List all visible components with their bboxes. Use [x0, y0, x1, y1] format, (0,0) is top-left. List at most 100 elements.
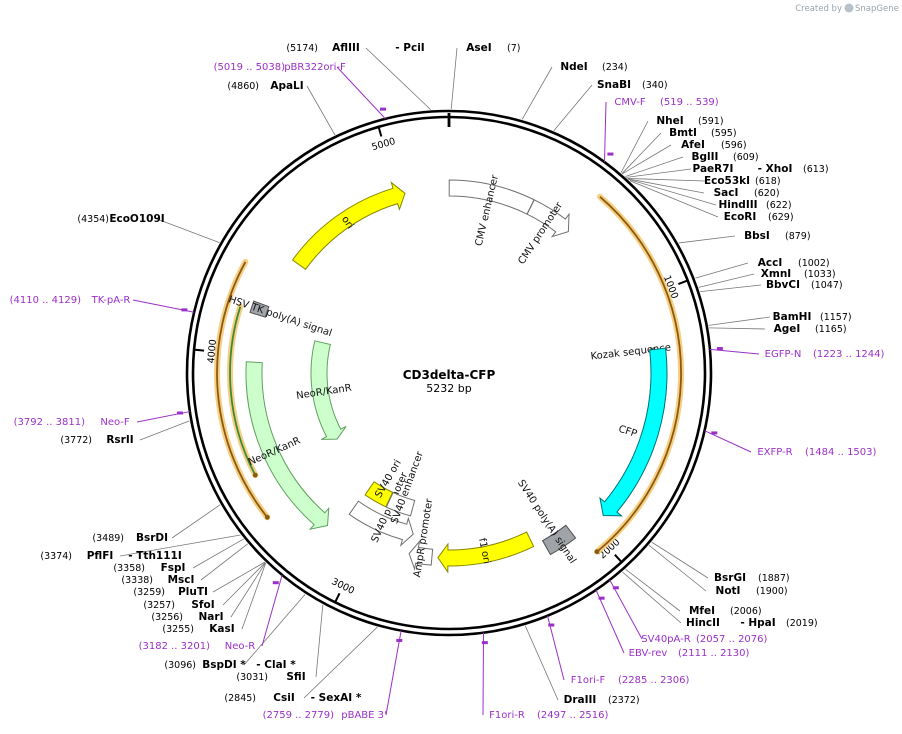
snapgene-logo-icon: [844, 3, 854, 13]
enzyme-leader: [171, 504, 221, 539]
primer-site-cmvf: CMV-F (519 .. 539): [607, 97, 719, 156]
tick-3000: [334, 592, 341, 603]
enzyme-name: PaeR7I: [693, 163, 734, 175]
primer-leader: [385, 630, 402, 716]
enzyme-name: SnaBI: [597, 79, 631, 91]
enzyme-leader: [700, 284, 762, 292]
enzyme-site-acci: AccI (1002): [758, 257, 830, 269]
enzyme-leader: [212, 561, 266, 593]
primer-site-neor: Neo-R(3182 .. 3201): [139, 581, 279, 652]
enzyme-site-hpai: - HpaI(2019): [740, 617, 817, 629]
enzyme-leader: [365, 47, 431, 110]
enzyme-name: DraIII: [564, 694, 597, 706]
enzyme-position: (2845): [224, 693, 256, 704]
enzyme-name: AccI: [758, 257, 782, 269]
tick-1000: [678, 279, 689, 286]
f1-ori-arrow: [437, 531, 535, 574]
enzyme-site-tth111i: - Tth111I: [128, 550, 182, 562]
primer-range: (2759 .. 2779): [263, 710, 335, 721]
primer-range: (1223 .. 1244): [813, 349, 885, 360]
enzyme-position: (591): [698, 116, 724, 127]
cfp-arrow: [599, 347, 668, 517]
enzyme-site-pcii: - PciI: [395, 42, 424, 54]
enzyme-site-ecori: EcoRI(629): [724, 211, 794, 223]
enzyme-site-draiii: DraIII (2372): [564, 694, 640, 706]
enzyme-leader: [627, 178, 705, 194]
enzyme-leader: [230, 562, 266, 618]
enzyme-leader: [625, 568, 681, 612]
enzyme-leader: [156, 218, 220, 244]
enzyme-leader: [306, 85, 336, 136]
enzyme-position: (609): [733, 152, 759, 163]
enzyme-name: HincII: [686, 617, 720, 629]
enzyme-site-asei: AseI(7): [466, 42, 520, 54]
orf-cfp-tip: [594, 549, 600, 555]
enzyme-position: (879): [785, 231, 811, 242]
enzyme-position: (3259): [133, 587, 165, 598]
primer-site-tkpar: TK-pA-R(4110 .. 4129): [10, 295, 188, 312]
enzyme-name: SfiI: [286, 671, 305, 683]
enzyme-position: (3338): [121, 575, 153, 586]
enzyme-leader: [222, 562, 266, 606]
tick-2000: [614, 554, 623, 563]
enzyme-position: (3256): [151, 612, 183, 623]
enzyme-site-nari: NarI(3256): [151, 611, 223, 623]
enzyme-site-ecoo109i: EcoO109I(4354): [77, 213, 164, 225]
primer-range: (519 .. 539): [660, 97, 719, 108]
ampr-promoter-label: AmpR promoter: [412, 497, 435, 578]
enzyme-name: PluTI: [178, 586, 208, 598]
tick-label-5000: 5000: [371, 136, 397, 153]
enzyme-position: (1165): [815, 324, 847, 335]
primer-name: EXFP-R: [757, 447, 792, 458]
enzyme-name: SacI: [714, 187, 739, 199]
enzyme-site-fspi: FspI(3358): [113, 562, 185, 574]
enzyme-leader: [450, 47, 458, 110]
primer-name: pBR322ori-F: [284, 62, 346, 73]
primer-leader: [261, 574, 283, 647]
enzyme-position: (2372): [608, 695, 640, 706]
orf-neo-tip: [264, 514, 270, 520]
primer-site-pbr322orif: pBR322ori-F(5019 .. 5038): [214, 62, 387, 111]
enzyme-position: (1887): [758, 573, 790, 584]
enzyme-name: BbvCI: [766, 279, 800, 291]
primer-site-exfpr: EXFP-R(1484 .. 1503): [711, 431, 877, 458]
primer-site-sv40par: SV40pA-R(2057 .. 2076): [612, 586, 768, 645]
enzyme-site-xhoi: - XhoI(613): [758, 163, 829, 175]
orf-neo-inner-tip: [252, 472, 258, 478]
primer-range: (2285 .. 2306): [618, 675, 690, 686]
credit-watermark: Created by SnapGene: [795, 3, 899, 14]
enzyme-leader: [708, 316, 771, 326]
orf-arcs: [214, 193, 685, 555]
enzyme-name: MscI: [168, 574, 195, 586]
enzyme-position: (1002): [798, 258, 830, 269]
enzyme-leader: [553, 84, 593, 131]
enzyme-position: (3096): [164, 660, 196, 671]
enzyme-position: (1033): [804, 269, 836, 280]
enzyme-site-bamhi: BamHI(1157): [773, 311, 852, 323]
credit-text: Created by: [795, 4, 842, 14]
enzyme-leader: [709, 327, 766, 330]
enzyme-site-bbvci: BbvCI(1047): [766, 279, 843, 291]
enzyme-leader: [622, 571, 682, 624]
enzyme-position: (340): [642, 80, 668, 91]
enzyme-site-mfei: MfeI(2006): [689, 605, 762, 617]
enzyme-position: (618): [755, 176, 781, 187]
enzyme-leader: [119, 534, 241, 557]
enzyme-position: (7): [507, 43, 520, 54]
enzyme-name: BsrGI: [714, 572, 746, 584]
enzyme-name: NheI: [656, 115, 683, 127]
credit-brand: SnapGene: [855, 4, 899, 14]
enzyme-site-rsrii: RsrII(3772): [60, 434, 133, 446]
enzyme-position: (4860): [227, 81, 259, 92]
enzyme-leader: [626, 168, 692, 178]
enzyme-name: Eco53kI: [704, 175, 750, 187]
enzyme-site-paer7i: PaeR7I: [693, 163, 734, 175]
enzyme-name: XmnI: [761, 268, 791, 280]
primer-name: F1ori-R: [489, 710, 525, 721]
enzyme-name: PflFI: [87, 550, 114, 562]
sv40-polya-arrow: [541, 524, 577, 556]
enzyme-position: (620): [754, 188, 780, 199]
primer-site-pbabe3: pBABE 3'(2759 .. 2779): [263, 638, 403, 721]
primer-name: CMV-F: [614, 97, 645, 108]
